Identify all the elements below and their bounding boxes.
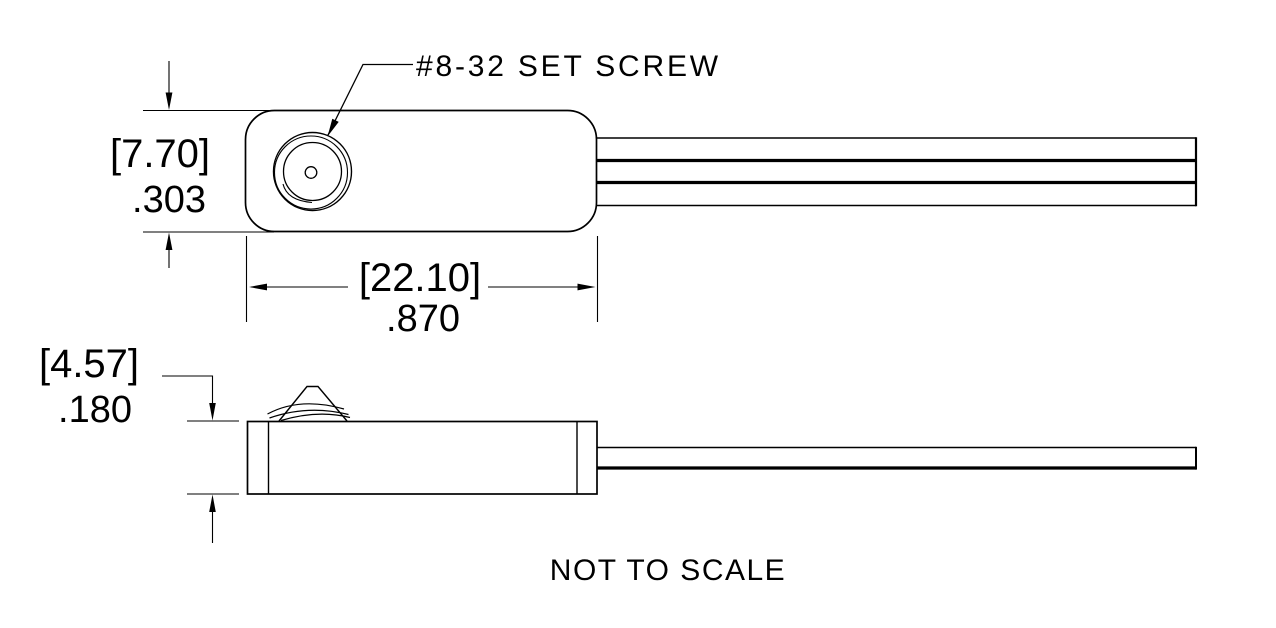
not-to-scale-note: NOT TO SCALE xyxy=(550,554,786,587)
set-screw-crest-circle xyxy=(273,135,349,210)
set-screw-side xyxy=(267,385,351,422)
arrowhead-up xyxy=(165,232,173,250)
callout-arrowhead xyxy=(327,118,339,137)
leader-line xyxy=(162,375,214,404)
set-screw-point-circle xyxy=(304,166,318,179)
leads-top xyxy=(596,137,1198,207)
top-view: #8-32 SET SCREW [7.70] .303 [2 xyxy=(110,50,1198,340)
body-outline-top xyxy=(244,109,598,233)
arrowhead-down xyxy=(209,403,216,421)
dim-height: [7.70] .303 xyxy=(110,61,274,268)
set-screw-thread-coil-2 xyxy=(269,409,349,419)
set-screw-thread-coil-3 xyxy=(280,413,351,422)
set-screw-top xyxy=(272,131,353,212)
dim-thickness-mm: [4.57] xyxy=(39,342,139,386)
arrowhead-down xyxy=(165,92,173,110)
side-view: [4.57] .180 xyxy=(39,342,1197,543)
set-screw-thread-arc xyxy=(282,183,313,204)
dim-width-mm: [22.10] xyxy=(359,256,481,300)
arrowhead-right xyxy=(577,283,596,291)
body-outline-side xyxy=(246,420,598,495)
arrowhead-up xyxy=(209,494,216,512)
leads-side xyxy=(597,446,1197,470)
set-screw-thread-coil-1 xyxy=(267,403,345,415)
callout-text: #8-32 SET SCREW xyxy=(416,50,721,83)
dim-width-in: .870 xyxy=(386,298,460,340)
dim-thickness: [4.57] .180 xyxy=(39,342,239,543)
dim-width: [22.10] .870 xyxy=(245,236,599,340)
dim-height-mm: [7.70] xyxy=(110,132,210,176)
set-screw-outer-circle xyxy=(272,131,353,212)
dim-thickness-in: .180 xyxy=(58,389,132,431)
set-screw-inner-circle xyxy=(282,141,343,202)
set-screw-cone xyxy=(278,385,348,422)
arrowhead-left xyxy=(249,283,267,291)
callout-leader-line xyxy=(326,63,413,137)
dim-height-in: .303 xyxy=(132,179,206,221)
set-screw-callout: #8-32 SET SCREW xyxy=(326,50,721,137)
